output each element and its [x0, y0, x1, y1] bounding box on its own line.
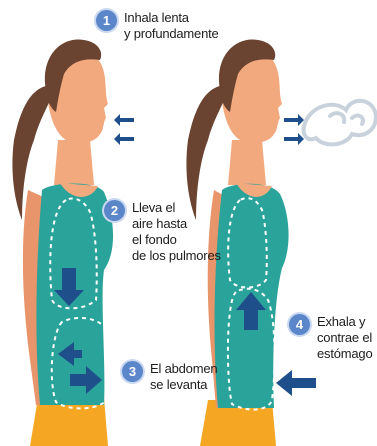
air-cloud-icon	[304, 101, 376, 145]
step-label-line: Lleva el	[132, 200, 221, 216]
step-2: 2 Lleva el aire hasta el fondo de los pu…	[104, 200, 221, 264]
figure-inhale	[12, 40, 113, 446]
step-number-badge: 1	[96, 10, 117, 31]
step-label-line: El abdomen	[150, 361, 217, 377]
step-label-line: el fondo	[132, 232, 221, 248]
step-label: El abdomen se levanta	[150, 361, 217, 393]
pants	[30, 398, 108, 446]
step-label-line: estómago	[317, 346, 373, 362]
breath-out-arrows-icon	[284, 114, 304, 145]
step-label-line: Inhala lenta	[124, 10, 219, 26]
step-number-badge: 2	[104, 200, 125, 221]
step-label-line: aire hasta	[132, 216, 221, 232]
step-label: Lleva el aire hasta el fondo de los pulm…	[132, 200, 221, 264]
neck	[228, 140, 266, 185]
step-3: 3 El abdomen se levanta	[122, 361, 217, 393]
step-4: 4 Exhala y contrae el estómago	[289, 314, 373, 362]
step-label: Inhala lenta y profundamente	[124, 10, 219, 42]
step-number-badge: 4	[289, 314, 310, 335]
step-label-line: y profundamente	[124, 26, 219, 42]
step-label-line: se levanta	[150, 377, 217, 393]
step-1: 1 Inhala lenta y profundamente	[96, 10, 219, 42]
arrow-left-icon	[276, 370, 316, 396]
step-label-line: contrae el	[317, 330, 373, 346]
step-label-line: Exhala y	[317, 314, 373, 330]
step-number-badge: 3	[122, 361, 143, 382]
step-label: Exhala y contrae el estómago	[317, 314, 373, 362]
breath-in-arrows-icon	[114, 114, 134, 145]
neck	[54, 140, 94, 185]
step-label-line: de los pulmores	[132, 248, 221, 264]
